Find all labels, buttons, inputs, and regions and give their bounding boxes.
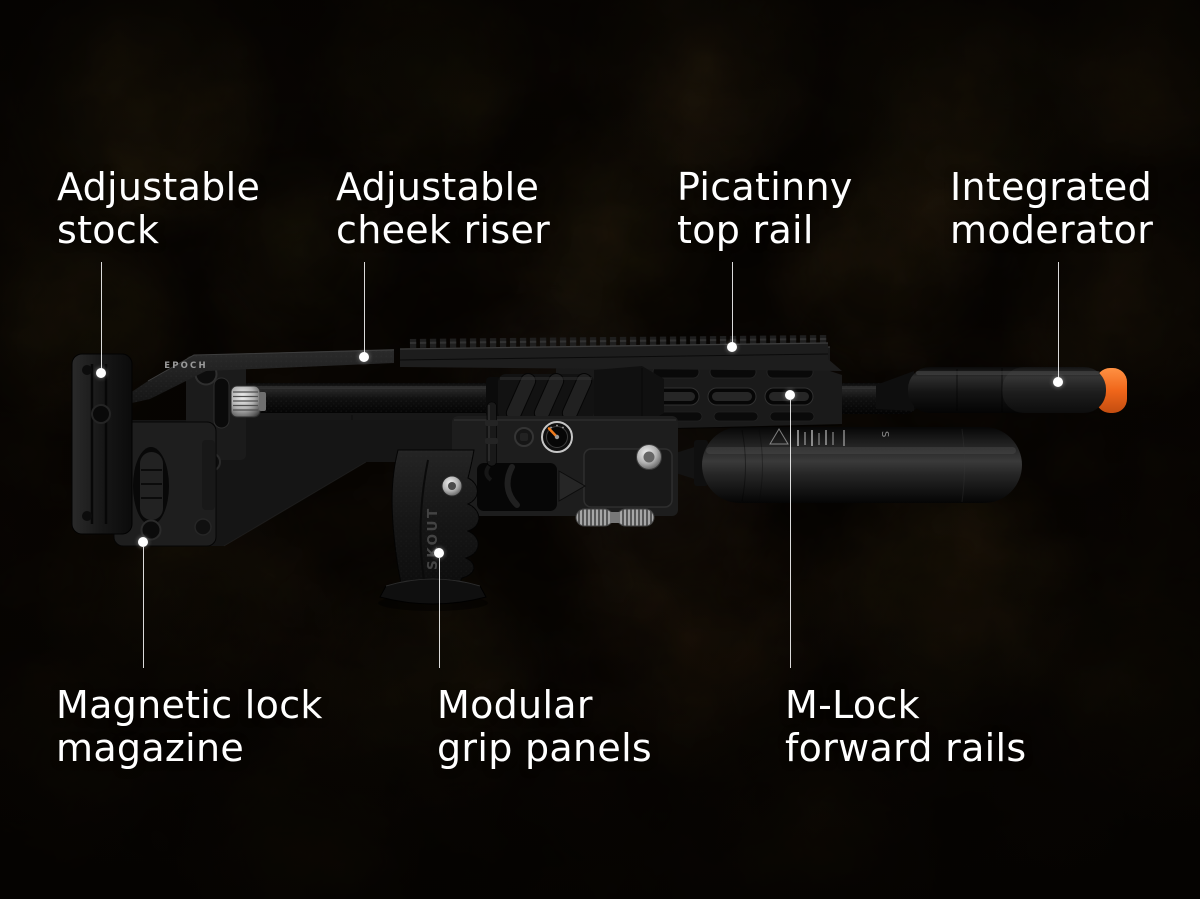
- callout-line: Modular: [437, 683, 593, 727]
- callout-line: magazine: [56, 726, 245, 770]
- picatinny-rail: [399, 334, 842, 371]
- butt-pad: [71, 353, 133, 535]
- callout-magnetic-lock-magazine: Magnetic lock magazine: [56, 684, 323, 770]
- callout-line: Magnetic lock: [56, 683, 323, 727]
- callout-line: grip panels: [437, 726, 653, 770]
- callout-line: stock: [57, 208, 160, 252]
- callout-modular-grip-panels: Modular grip panels: [437, 684, 652, 770]
- trigger-opening: [477, 463, 557, 511]
- moderator: [876, 367, 1127, 413]
- callout-integrated-moderator: Integrated moderator: [950, 166, 1153, 252]
- callout-line: Adjustable: [57, 165, 261, 209]
- callout-line: M-Lock: [785, 683, 920, 727]
- callout-line: Picatinny: [677, 165, 853, 209]
- leader-dot-modular-grip-panels: [434, 548, 444, 558]
- callout-adjustable-stock: Adjustable stock: [57, 166, 260, 252]
- pistol-grip: SKOUT: [378, 449, 488, 611]
- mlok-slots-middle: [650, 387, 814, 406]
- leader-dot-adjustable-stock: [96, 368, 106, 378]
- trigger: [504, 464, 520, 508]
- bottle-marking-text: S: [879, 431, 890, 437]
- cheek-riser: EPOCH: [124, 349, 395, 403]
- leader-dot-magnetic-lock-magazine: [138, 537, 148, 547]
- callout-line: Integrated: [950, 165, 1152, 209]
- callout-line: Adjustable: [336, 165, 540, 209]
- callout-adjustable-cheek-riser: Adjustable cheek riser: [336, 166, 550, 252]
- air-bottle: S: [666, 427, 1022, 503]
- leader-line-modular-grip-panels: [438, 558, 440, 668]
- pressure-gauge: [541, 421, 573, 453]
- leader-line-magnetic-lock-magazine: [142, 547, 144, 668]
- leader-dot-integrated-moderator: [1053, 377, 1063, 387]
- stock-thumbwheel: [230, 385, 266, 418]
- barrel-clamp: [486, 366, 664, 426]
- hammer-adjust-wheels: [575, 508, 655, 527]
- orange-muzzle-cap: [1096, 368, 1127, 413]
- lower-receiver: [452, 416, 678, 527]
- callout-picatinny-top-rail: Picatinny top rail: [677, 166, 853, 252]
- leader-dot-adjustable-cheek-riser: [359, 352, 369, 362]
- callout-line: forward rails: [785, 726, 1027, 770]
- leader-line-integrated-moderator: [1057, 262, 1059, 378]
- callout-line: moderator: [950, 208, 1154, 252]
- grip-base-flare: [379, 578, 487, 605]
- cocking-lever: [484, 401, 498, 482]
- leader-dot-picatinny-top-rail: [727, 342, 737, 352]
- leader-line-adjustable-stock: [100, 262, 102, 369]
- receiver-marking-text: EPOCH: [164, 361, 208, 371]
- callout-m-lock-forward-rails: M-Lock forward rails: [785, 684, 1027, 770]
- magazine-release-button: [140, 519, 162, 541]
- leader-line-adjustable-cheek-riser: [363, 262, 365, 353]
- leader-line-m-lock-forward-rails: [789, 400, 791, 668]
- callout-line: top rail: [677, 208, 814, 252]
- bottle-spec-markings: [769, 428, 845, 446]
- leader-line-picatinny-top-rail: [731, 262, 733, 343]
- callout-line: cheek riser: [336, 208, 551, 252]
- leader-dot-m-lock-forward-rails: [785, 390, 795, 400]
